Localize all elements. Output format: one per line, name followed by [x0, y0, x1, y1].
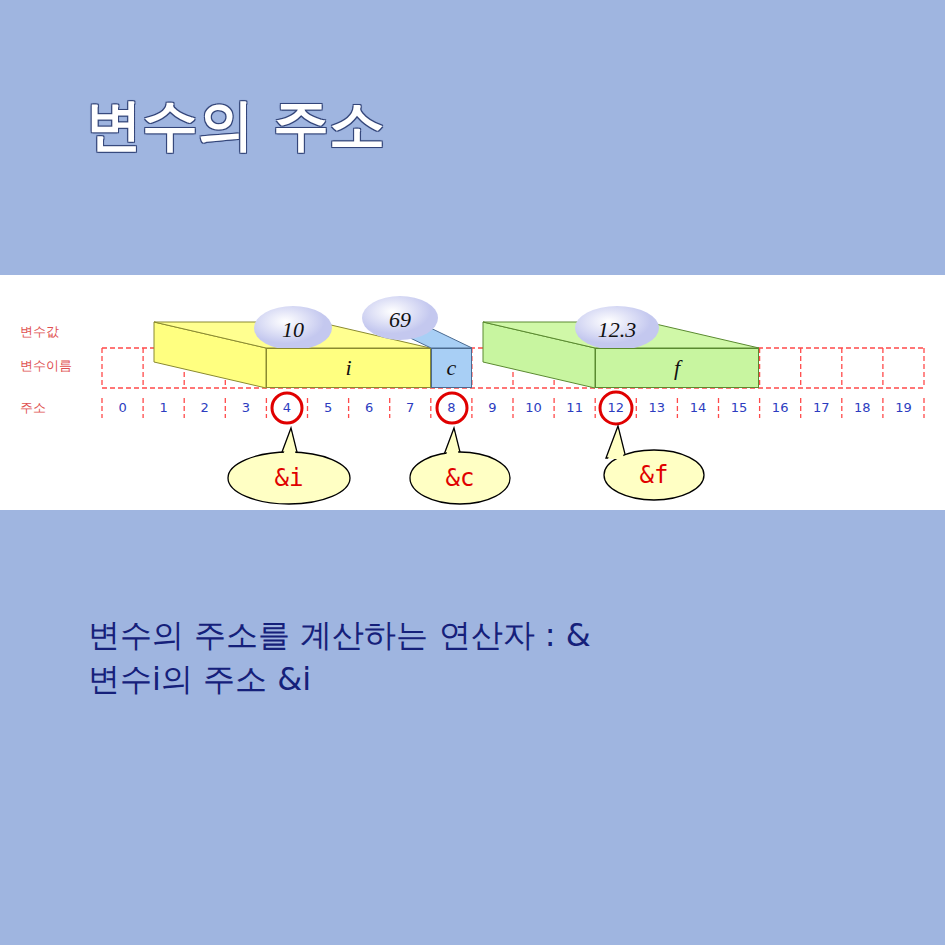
address-number: 13	[649, 400, 666, 415]
grid-line	[841, 398, 842, 418]
row-label: 변수값	[20, 323, 59, 341]
address-number: 16	[772, 400, 789, 415]
variable-value: 10	[282, 317, 304, 343]
address-number: 0	[118, 400, 126, 415]
callout-tail-cover	[444, 432, 460, 461]
variable-value: 12.3	[598, 317, 637, 343]
address-number: 15	[731, 400, 748, 415]
grid-line	[142, 348, 143, 388]
address-circle	[600, 392, 632, 424]
grid-line	[389, 398, 390, 418]
address-callout: &i	[228, 452, 350, 504]
grid-line	[841, 348, 842, 388]
value-oval: 10	[254, 306, 332, 346]
grid-line	[718, 398, 719, 418]
variable-box: f	[595, 348, 759, 388]
callout-tail-cover	[608, 430, 624, 459]
grid-line	[759, 398, 760, 418]
address-number: 18	[854, 400, 871, 415]
value-oval: 12.3	[575, 306, 659, 346]
address-callout: &c	[410, 452, 510, 504]
address-expression: &i	[275, 464, 304, 492]
oval-fill	[254, 306, 332, 350]
grid-line	[677, 398, 678, 418]
grid-line	[184, 398, 185, 418]
address-number: 7	[406, 400, 414, 415]
address-number: 6	[365, 400, 373, 415]
grid-line	[636, 398, 637, 418]
grid-line	[307, 398, 308, 418]
address-expression: &c	[446, 464, 475, 492]
address-number: 9	[488, 400, 496, 415]
body-text: 변수의 주소를 계산하는 연산자 : &	[88, 614, 591, 658]
grid-line	[923, 348, 924, 388]
address-number: 3	[242, 400, 250, 415]
callout-tail	[606, 426, 626, 458]
grid-line	[595, 398, 596, 418]
value-oval: 69	[362, 296, 438, 336]
address-number: 1	[160, 400, 168, 415]
variable-value: 69	[389, 307, 411, 333]
variable-box: i	[266, 348, 431, 388]
body-text: 변수i의 주소 &i	[88, 658, 311, 702]
address-callout: &f	[604, 450, 704, 500]
variable-name: c	[447, 355, 457, 381]
grid-line	[923, 398, 924, 418]
address-number: 10	[525, 400, 542, 415]
grid-line	[882, 398, 883, 418]
row-label: 주소	[20, 399, 46, 417]
variable-name: f	[674, 355, 680, 381]
grid-line	[553, 398, 554, 418]
address-number: 8	[447, 400, 455, 415]
address-number: 14	[690, 400, 707, 415]
grid-line	[430, 398, 431, 418]
row-label: 변수이름	[20, 357, 72, 375]
address-number: 2	[201, 400, 209, 415]
address-circle	[437, 393, 467, 423]
oval-fill	[575, 306, 659, 350]
variable-name: i	[345, 355, 351, 381]
address-circle	[272, 393, 302, 423]
grid-line	[225, 398, 226, 418]
grid-line	[882, 348, 883, 388]
grid-line	[101, 348, 102, 388]
grid-line	[348, 398, 349, 418]
variable-box: c	[431, 348, 472, 388]
grid-line	[101, 398, 102, 418]
address-number: 5	[324, 400, 332, 415]
grid-line	[102, 387, 924, 388]
address-number: 11	[566, 400, 583, 415]
grid-line	[800, 398, 801, 418]
slide-title: 변수의 주소	[86, 88, 386, 164]
grid-line	[759, 348, 760, 388]
grid-line	[142, 398, 143, 418]
address-number: 17	[813, 400, 830, 415]
address-number: 12	[607, 400, 624, 415]
address-expression: &f	[640, 461, 669, 489]
grid-line	[471, 398, 472, 418]
grid-line	[800, 348, 801, 388]
address-number: 19	[895, 400, 912, 415]
grid-line	[266, 398, 267, 418]
callout-bubble	[410, 452, 510, 504]
grid-line	[512, 398, 513, 418]
callout-tail-cover	[281, 432, 297, 461]
address-number: 4	[283, 400, 291, 415]
oval-fill	[362, 296, 438, 340]
